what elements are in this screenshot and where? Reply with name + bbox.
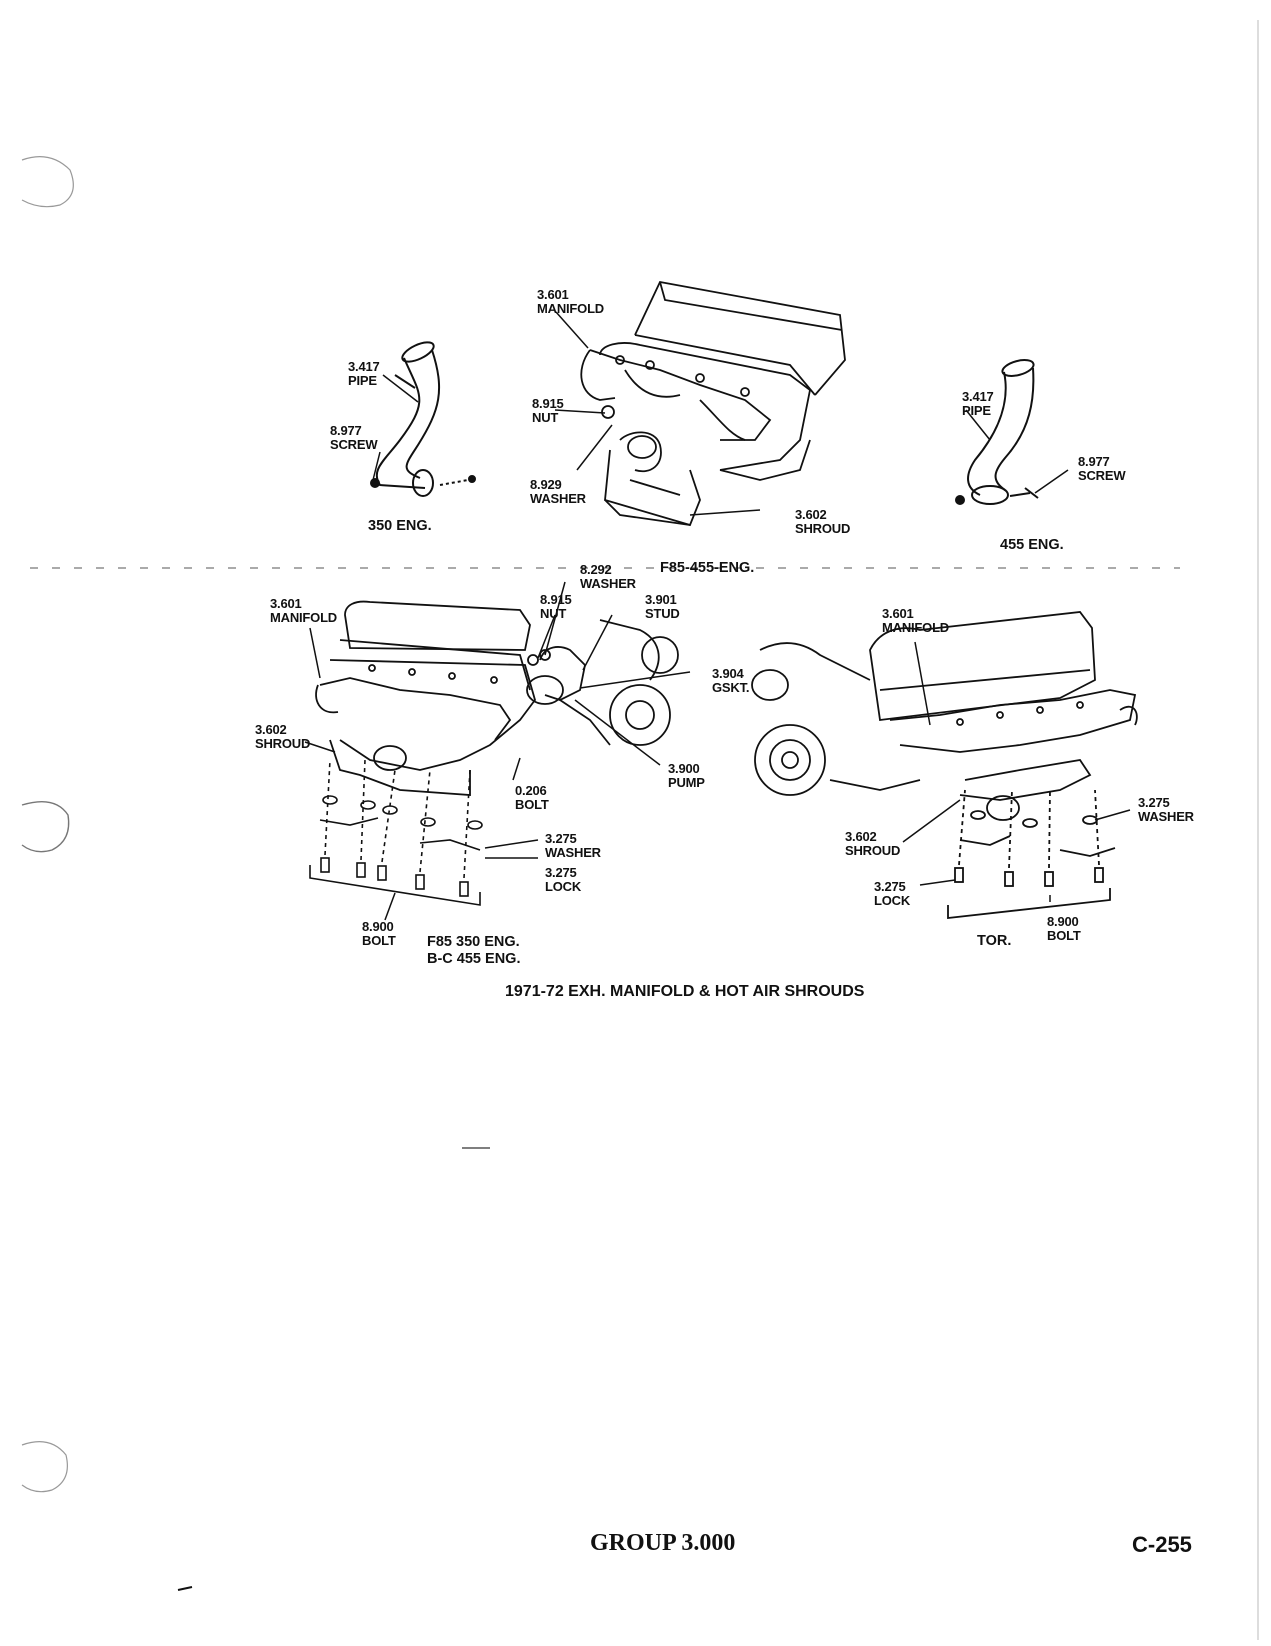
caption-f85-350-line2: B-C 455 ENG.	[427, 951, 521, 967]
callout-f85-455-washer: 8.929 WASHER	[530, 477, 586, 506]
engine-tor-drawing	[751, 611, 1138, 920]
leaders-tor	[902, 641, 1131, 902]
caption-f85-455-eng: F85-455-ENG.	[660, 560, 755, 576]
callout-f85-350-pump: 3.900 PUMP	[668, 761, 705, 790]
callout-f85-455-manifold: 3.601 MANIFOLD	[537, 287, 604, 316]
callout-f85-350-stud: 3.901 STUD	[645, 592, 680, 621]
caption-tor: TOR.	[977, 933, 1012, 949]
callout-f85-350-shroud: 3.602 SHROUD	[255, 722, 311, 751]
punch-hole-middle	[21, 801, 70, 853]
engine-f85-350-drawing	[315, 600, 679, 796]
footer-page-number: C-255	[1132, 1532, 1192, 1557]
caption-350-eng: 350 ENG.	[368, 518, 432, 534]
callout-f85-455-shroud: 3.602 SHROUD	[795, 507, 851, 536]
callout-350-pipe: 3.417 PIPE	[348, 359, 380, 388]
callout-f85-350-manifold: 3.601 MANIFOLD	[270, 596, 337, 625]
callout-tor-manifold: 3.601 MANIFOLD	[882, 606, 949, 635]
caption-f85-350-eng: F85 350 ENG. B-C 455 ENG.	[427, 934, 520, 968]
pipe-455-drawing	[955, 359, 1039, 505]
punch-hole-top	[21, 156, 74, 208]
callout-f85-455-nut: 8.915 NUT	[532, 396, 564, 425]
leaders-f85-350	[304, 581, 691, 921]
pipe-350-drawing	[370, 341, 476, 497]
engine-f85-455-drawing	[580, 280, 846, 527]
callout-f85-350-bolt-0206: 0.206 BOLT	[515, 783, 549, 812]
caption-455-eng: 455 ENG.	[1000, 537, 1064, 553]
leaders-455	[965, 409, 1069, 494]
fasteners-f85-350	[309, 759, 483, 906]
punch-hole-bottom	[21, 1441, 68, 1493]
diagram-title: 1971-72 EXH. MANIFOLD & HOT AIR SHROUDS	[505, 983, 865, 1000]
stray-mark	[177, 1586, 193, 1591]
callout-350-screw: 8.977 SCREW	[330, 423, 378, 452]
callout-f85-350-washer-8292: 8.292 WASHER	[580, 562, 636, 591]
callout-f85-350-gasket: 3.904 GSKT.	[712, 666, 750, 695]
callout-tor-washer: 3.275 WASHER	[1138, 795, 1194, 824]
leaders-350	[372, 374, 419, 481]
callout-tor-shroud: 3.602 SHROUD	[845, 829, 901, 858]
callout-f85-350-lock: 3.275 LOCK	[545, 865, 582, 894]
caption-f85-350-line1: F85 350 ENG.	[427, 934, 520, 950]
footer-group: GROUP 3.000	[590, 1530, 736, 1556]
callout-f85-350-nut: 8.915 NUT	[540, 592, 572, 621]
callout-455-pipe: 3.417 PIPE	[962, 389, 994, 418]
callout-f85-350-washer-3275: 3.275 WASHER	[545, 831, 601, 860]
callout-455-screw: 8.977 SCREW	[1078, 454, 1126, 483]
callout-tor-lock: 3.275 LOCK	[874, 879, 911, 908]
callout-tor-bolt: 8.900 BOLT	[1047, 914, 1081, 943]
leaders-f85-455	[554, 311, 761, 516]
callout-f85-350-bolt-8900: 8.900 BOLT	[362, 919, 396, 948]
